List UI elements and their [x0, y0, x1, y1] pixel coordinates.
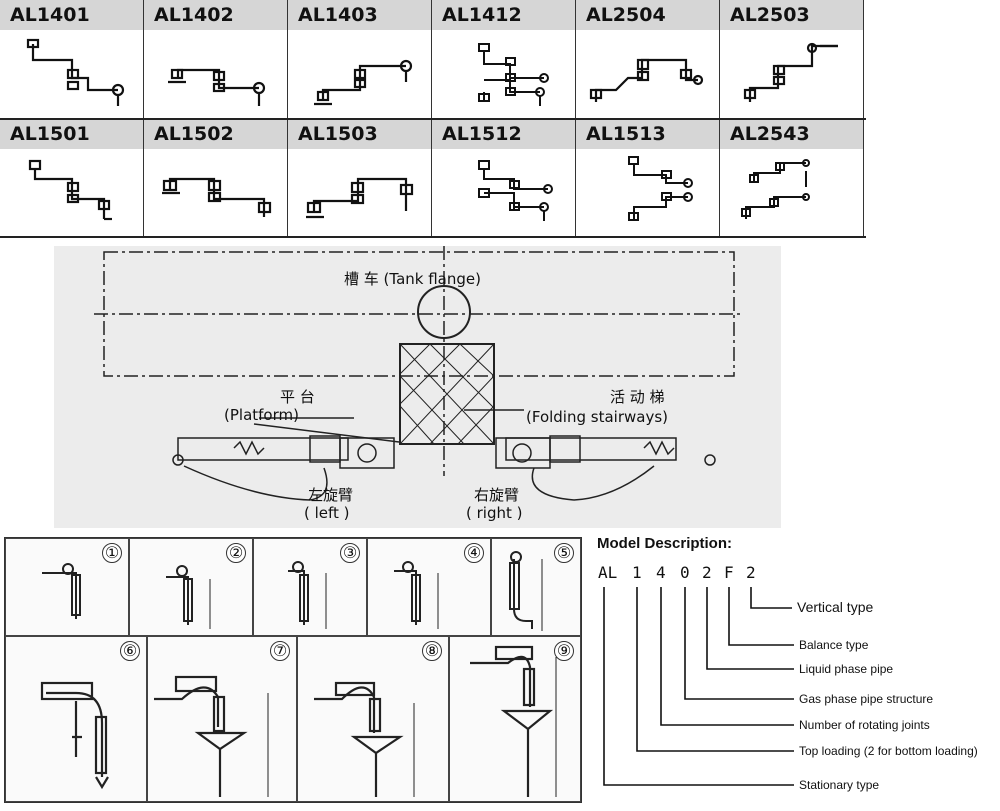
option-number: ③: [340, 543, 360, 563]
code-segment: 2: [702, 563, 712, 582]
model-label: AL1412: [432, 0, 575, 30]
code-meaning: Vertical type: [797, 599, 874, 615]
option-sketch: [166, 565, 211, 629]
model-label: AL2543: [720, 119, 863, 149]
layout-drawing: [94, 246, 744, 501]
option-sketch: [42, 563, 81, 619]
model-label: AL1502: [144, 119, 287, 149]
option-number: ②: [226, 543, 246, 563]
option-sketch: [154, 675, 269, 797]
option-number: ⑥: [120, 641, 140, 661]
model-cell: AL2503: [720, 0, 864, 119]
right-arm-en-label: ( right ): [466, 504, 523, 522]
platform-cn-label: 平 台: [280, 388, 315, 406]
model-label: AL1503: [288, 119, 431, 149]
code-meaning: Stationary type: [799, 778, 880, 792]
model-cell: AL2504: [576, 0, 720, 119]
option-panel: ⑨: [449, 636, 581, 802]
model-label: AL1512: [432, 119, 575, 149]
option-number: ⑧: [422, 641, 442, 661]
option-panel: ②: [129, 538, 253, 636]
option-panel: ⑤: [491, 538, 581, 636]
model-cell: AL1501: [0, 119, 144, 238]
left-arm-en-label: ( left ): [304, 504, 350, 522]
grid-divider: [0, 118, 866, 120]
right-arm-cn-label: 右旋臂: [474, 486, 520, 504]
model-cell: AL1403: [288, 0, 432, 119]
stairs-cn-label: 活 动 梯: [610, 388, 665, 406]
code-segment: 2: [746, 563, 756, 582]
arm-sketch: [478, 160, 553, 221]
arm-sketch: [162, 177, 272, 217]
option-sketch: [470, 645, 557, 797]
arm-sketch: [26, 38, 125, 106]
grid-divider: [0, 236, 866, 238]
code-meaning: Top loading (2 for bottom loading): [799, 744, 978, 758]
tank-flange-label: 槽 车 (Tank flange): [344, 270, 481, 288]
left-arm-cn-label: 左旋臂: [308, 486, 354, 504]
arm-sketch: [628, 156, 693, 221]
model-cell: AL1412: [432, 0, 576, 119]
option-sketch: [509, 551, 543, 631]
arm-sketch: [314, 59, 413, 106]
model-label: AL2503: [720, 0, 863, 30]
model-grid: AL1401 AL1402 AL1403 AL1412 AL2504 AL250…: [0, 0, 866, 238]
model-label: AL1513: [576, 119, 719, 149]
model-label: AL2504: [576, 0, 719, 30]
option-panel: ③: [253, 538, 367, 636]
model-label: AL1401: [0, 0, 143, 30]
code-segment: AL: [598, 563, 618, 582]
option-sketch: [288, 561, 327, 629]
model-cell: AL1401: [0, 0, 144, 119]
option-panel: ④: [367, 538, 491, 636]
option-number: ④: [464, 543, 484, 563]
option-number: ⑤: [554, 543, 574, 563]
layout-diagram: 槽 车 (Tank flange) 平 台 (Platform) 活 动 梯 (…: [54, 246, 781, 528]
model-cell: AL1402: [144, 0, 288, 119]
model-description-title: Model Description:: [597, 535, 733, 552]
option-sketch: [314, 681, 415, 797]
arm-sketch: [306, 177, 414, 219]
option-panel: ⑦: [147, 636, 297, 802]
model-cell: AL1503: [288, 119, 432, 238]
code-meaning: Gas phase pipe structure: [799, 692, 934, 706]
model-cell: AL2543: [720, 119, 864, 238]
code-meaning: Balance type: [799, 638, 869, 652]
arm-sketch: [741, 159, 810, 219]
code-segment: 1: [632, 563, 642, 582]
arm-sketch: [28, 159, 112, 221]
arm-sketch: [478, 43, 549, 106]
platform-en-label: (Platform): [224, 406, 299, 424]
option-panel: ⑧: [297, 636, 449, 802]
option-number: ⑨: [554, 641, 574, 661]
code-leader-lines: [603, 587, 794, 786]
model-cell: AL1512: [432, 119, 576, 238]
model-label: AL1501: [0, 119, 143, 149]
arm-sketch: [743, 42, 838, 102]
stairs-en-label: (Folding stairways): [526, 408, 669, 426]
option-sketch: [40, 681, 109, 790]
option-number: ①: [102, 543, 122, 563]
model-cell: AL1513: [576, 119, 720, 238]
code-meaning: Number of rotating joints: [799, 718, 930, 732]
code-segment: 4: [656, 563, 666, 582]
option-sketch: [394, 561, 439, 629]
model-label: AL1403: [288, 0, 431, 30]
model-description: Model Description: AL 1 4 0 2 F 2 Vertic…: [594, 533, 994, 803]
loading-options: ① ② ③ ④ ⑤ ⑥ ⑦ ⑧ ⑨: [4, 537, 582, 803]
arm-sketch: [168, 68, 266, 106]
model-cell: AL1502: [144, 119, 288, 238]
model-label: AL1402: [144, 0, 287, 30]
arm-sketch: [589, 58, 704, 102]
option-number: ⑦: [270, 641, 290, 661]
code-segment: 0: [680, 563, 690, 582]
option-panel: ⑥: [5, 636, 147, 802]
code-meaning: Liquid phase pipe: [799, 662, 894, 676]
code-segment: F: [724, 563, 734, 582]
option-panel: ①: [5, 538, 129, 636]
